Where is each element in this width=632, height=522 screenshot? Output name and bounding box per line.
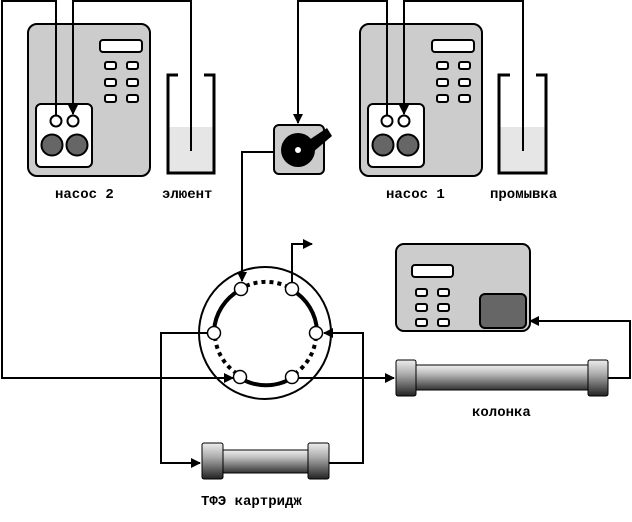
wash-label: промывка (490, 187, 558, 203)
valve-port-2 (284, 281, 300, 297)
column: колонка (395, 359, 609, 421)
tube-eluent-to-pump2 (68, 0, 192, 151)
pump-1-piston-right (396, 133, 420, 157)
pump-1-piston-left (371, 133, 395, 157)
pump-1-label: насос 1 (386, 187, 445, 203)
valve-port-3 (308, 325, 324, 341)
spe-cartridge-label: ТФЭ картридж (201, 494, 302, 510)
pump-1-outlet-port (397, 114, 411, 128)
tubing (1, 0, 631, 468)
tube-injector-to-valve (237, 151, 274, 282)
pump-2-piston-right (65, 133, 89, 157)
injector (273, 124, 332, 175)
pump-1-keypad (436, 61, 471, 103)
cartridge-outlet-cap (307, 442, 330, 480)
pump-2-piston-left (40, 133, 64, 157)
six-port-valve (198, 266, 332, 400)
valve-port-4 (284, 369, 300, 385)
pump-1-head-panel (367, 103, 425, 168)
valve-port-5 (232, 369, 248, 385)
eluent-label: элюент (162, 187, 212, 203)
pump-2: насос 2 (27, 23, 151, 203)
cartridge-tube (219, 449, 316, 474)
pump-1-inlet-port (380, 114, 394, 128)
tube-valve-to-cartridge (160, 332, 207, 468)
injector-hub (295, 147, 301, 153)
valve-port-1 (233, 281, 249, 297)
tube-valve-to-waste (291, 239, 313, 282)
pump-2-keypad (104, 61, 139, 103)
valve-channel-lowerright-dotted (294, 336, 318, 375)
column-label: колонка (472, 405, 531, 421)
pump-2-display (99, 39, 143, 53)
column-outlet-cap (587, 359, 609, 397)
column-inlet-cap (395, 359, 417, 397)
column-tube (412, 364, 594, 391)
wash-beaker (497, 73, 548, 175)
tube-wash-to-pump1 (399, 0, 524, 151)
pump-2-outlet-port (66, 114, 80, 128)
pump-1: насос 1 (359, 23, 483, 203)
eluent-reservoir: элюент (162, 73, 216, 203)
tube-column-to-detector (529, 316, 631, 379)
pump-2-label: насос 2 (55, 187, 114, 203)
eluent-beaker (166, 73, 216, 175)
spe-cartridge: ТФЭ картридж (201, 442, 330, 510)
valve-channel-top-dotted (245, 279, 287, 288)
pump-1-display (431, 39, 475, 53)
valve-port-6 (206, 325, 222, 341)
cartridge-inlet-cap (201, 442, 224, 480)
tube-pump1-to-injector (293, 0, 388, 124)
detector-keypad (415, 288, 450, 327)
detector-display (411, 264, 454, 278)
detector (395, 243, 531, 332)
valve-channel-lowerleft-dotted (213, 336, 238, 375)
tube-pump2-to-valve (1, 0, 234, 383)
tube-cartridge-to-valve (323, 328, 364, 464)
detector-flow-cell (479, 293, 527, 329)
pump-2-inlet-port (49, 114, 63, 128)
pump-2-head-panel (35, 103, 93, 168)
